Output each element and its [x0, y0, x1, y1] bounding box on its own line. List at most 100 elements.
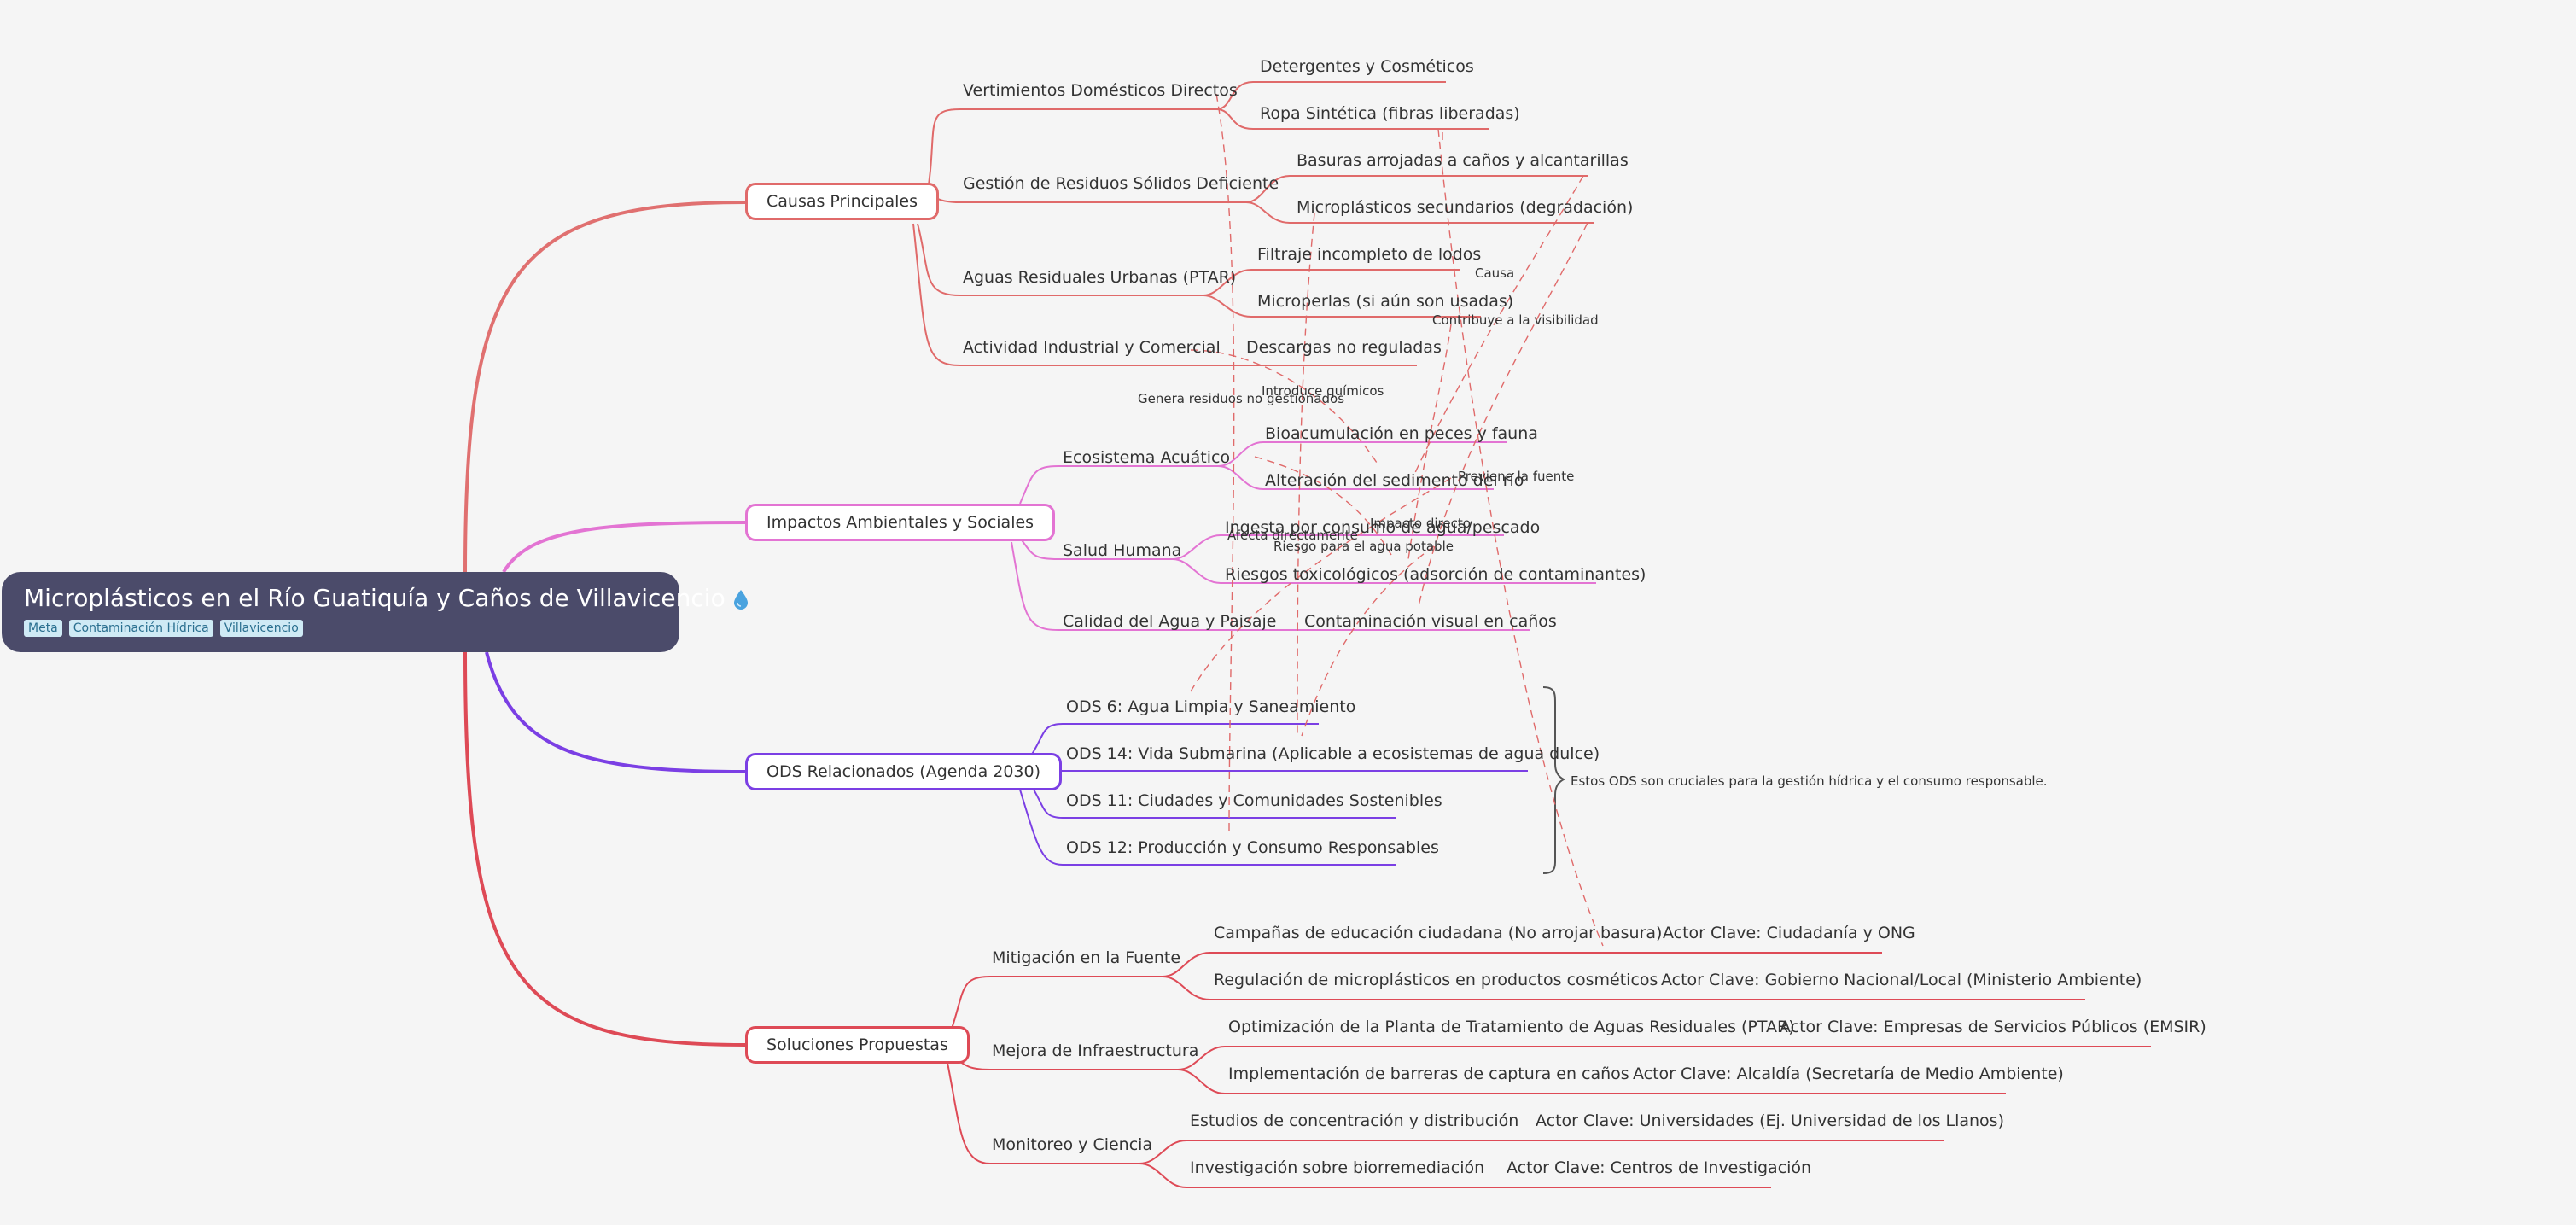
relation-label-riesgo: Riesgo para el agua potable	[1273, 539, 1454, 554]
tag-contaminacion[interactable]: Contaminación Hídrica	[68, 620, 213, 637]
node-microperlas[interactable]: Microperlas (si aún son usadas)	[1257, 292, 1514, 311]
edge-root-soluciones	[463, 651, 746, 1047]
relation-label-impacto: Impacto directo	[1370, 516, 1471, 531]
edge-domesticos-1	[1215, 81, 1446, 110]
node-ropa-sintetica[interactable]: Ropa Sintética (fibras liberadas)	[1260, 104, 1520, 123]
relation-ropa-monitoreo	[1437, 128, 1604, 947]
branch-ods[interactable]: ODS Relacionados (Agenda 2030)	[745, 753, 1063, 790]
node-actor-centros[interactable]: Actor Clave: Centros de Investigación	[1507, 1158, 1812, 1177]
node-actividad-industrial[interactable]: Actividad Industrial y Comercial	[963, 338, 1221, 357]
node-campanas[interactable]: Campañas de educación ciudadana (No arro…	[1214, 924, 1663, 942]
branch-impactos[interactable]: Impactos Ambientales y Sociales	[745, 504, 1056, 541]
edge-domesticos-2	[1215, 108, 1489, 130]
root-title: Microplásticos en el Río Guatiquía y Cañ…	[24, 584, 726, 612]
node-barreras[interactable]: Implementación de barreras de captura en…	[1228, 1065, 1629, 1083]
tag-villavicencio[interactable]: Villavicencio	[219, 620, 303, 637]
node-ods-6[interactable]: ODS 6: Agua Limpia y Saneamiento	[1066, 697, 1356, 716]
node-salud-humana[interactable]: Salud Humana	[1063, 541, 1182, 560]
node-filtraje[interactable]: Filtraje incompleto de lodos	[1257, 245, 1482, 264]
edge-mitigacion-2	[1162, 976, 1613, 1000]
relation-label-genera: Genera residuos no gestionados	[1138, 391, 1345, 406]
edge-root-ods	[485, 651, 746, 773]
edge-impactos-salud	[1019, 537, 1173, 560]
node-gestion-residuos[interactable]: Gestión de Residuos Sólidos Deficiente	[963, 174, 1279, 193]
relation-label-contribuye: Contribuye a la visibilidad	[1432, 312, 1599, 328]
edge-residuos-1	[1245, 175, 1588, 203]
node-actor-alcaldia[interactable]: Actor Clave: Alcaldía (Secretaría de Med…	[1633, 1065, 2064, 1083]
node-biorremediacion[interactable]: Investigación sobre biorremediación	[1190, 1158, 1485, 1177]
relation-label-causa: Causa	[1475, 265, 1515, 281]
edge-salud-1	[1172, 534, 1504, 560]
edge-soluciones-monitoreo	[947, 1062, 1139, 1164]
node-monitoreo[interactable]: Monitoreo y Ciencia	[992, 1135, 1153, 1154]
edge-residuos-2	[1245, 201, 1594, 224]
node-contaminacion-visual[interactable]: Contaminación visual en caños	[1304, 612, 1557, 631]
root-node[interactable]: Microplásticos en el Río Guatiquía y Cañ…	[2, 572, 748, 652]
edge-ecosistema-1	[1217, 441, 1507, 467]
node-detergentes[interactable]: Detergentes y Cosméticos	[1260, 57, 1474, 76]
edge-infra-2	[1177, 1069, 1592, 1094]
node-ecosistema[interactable]: Ecosistema Acuático	[1063, 448, 1231, 467]
root-tags: Meta Contaminación Hídrica Villavicencio	[24, 620, 657, 637]
edge-ods-1	[1028, 723, 1319, 761]
node-riesgos-toxicologicos[interactable]: Riesgos toxicológicos (adsorción de cont…	[1225, 565, 1646, 584]
node-calidad-agua[interactable]: Calidad del Agua y Paisaje	[1063, 612, 1277, 631]
branch-soluciones[interactable]: Soluciones Propuestas	[745, 1026, 970, 1064]
edge-causas-ptar	[917, 223, 1203, 296]
edge-salud-2	[1172, 558, 1596, 584]
node-microplasticos-secundarios[interactable]: Microplásticos secundarios (degradación)	[1297, 198, 1634, 217]
relation-causa	[1412, 175, 1584, 479]
node-actor-gobierno[interactable]: Actor Clave: Gobierno Nacional/Local (Mi…	[1661, 971, 2142, 989]
node-infraestructura[interactable]: Mejora de Infraestructura	[992, 1041, 1199, 1060]
relation-introduce	[1190, 349, 1379, 466]
relation-label-previene: Previene la fuente	[1458, 469, 1575, 484]
edge-infra-1	[1177, 1046, 1733, 1070]
branch-causas[interactable]: Causas Principales	[745, 183, 939, 220]
edge-ptar-1	[1203, 269, 1460, 296]
edge-soluciones-mitigacion	[951, 976, 1163, 1030]
node-descargas[interactable]: Descargas no reguladas	[1246, 338, 1442, 357]
edge-impactos-ecosistema	[1019, 465, 1218, 505]
node-actor-ciudadania[interactable]: Actor Clave: Ciudadanía y ONG	[1663, 924, 1915, 942]
edge-monitoreo-2	[1139, 1163, 1468, 1188]
node-ods-12[interactable]: ODS 12: Producción y Consumo Responsable…	[1066, 838, 1439, 857]
relation-label-afecta: Afecta directamente	[1227, 528, 1358, 543]
node-ingesta[interactable]: Ingesta por consumo de agua/pescado	[1225, 518, 1541, 537]
edge-mitigacion-1	[1162, 952, 1609, 977]
node-basuras[interactable]: Basuras arrojadas a caños y alcantarilla…	[1297, 151, 1629, 170]
node-ods-14[interactable]: ODS 14: Vida Submarina (Aplicable a ecos…	[1066, 744, 1600, 763]
tag-meta[interactable]: Meta	[24, 620, 62, 637]
node-estudios[interactable]: Estudios de concentración y distribución	[1190, 1111, 1519, 1130]
edge-root-impactos	[502, 521, 746, 574]
edge-impactos-calidad	[1011, 541, 1250, 631]
node-regulacion[interactable]: Regulación de microplásticos en producto…	[1214, 971, 1658, 989]
edge-causas-residuos	[925, 196, 1246, 203]
node-actor-universidades[interactable]: Actor Clave: Universidades (Ej. Universi…	[1536, 1111, 2004, 1130]
ods-summary-note: Estos ODS son cruciales para la gestión …	[1571, 773, 2048, 789]
node-aguas-residuales[interactable]: Aguas Residuales Urbanas (PTAR)	[963, 268, 1237, 287]
water-drop-icon	[733, 590, 748, 610]
node-bioacumulacion[interactable]: Bioacumulación en peces y fauna	[1265, 424, 1538, 443]
edge-causas-industrial	[912, 223, 1191, 366]
node-mitigacion[interactable]: Mitigación en la Fuente	[992, 948, 1181, 967]
relation-detergentes-ods12	[1215, 93, 1235, 833]
relation-riesgo	[1301, 545, 1435, 737]
node-vertimientos-domesticos[interactable]: Vertimientos Domésticos Directos	[963, 81, 1238, 100]
edge-ods-2	[1028, 767, 1528, 773]
relation-previene	[1407, 324, 1452, 560]
relation-impacto	[1254, 456, 1392, 556]
ods-summary-brace	[1542, 686, 1566, 874]
node-ods-11[interactable]: ODS 11: Ciudades y Comunidades Sostenibl…	[1066, 791, 1442, 810]
node-alteracion-sedimento[interactable]: Alteración del sedimento del río	[1265, 471, 1524, 490]
edge-monitoreo-1	[1139, 1140, 1494, 1164]
edge-ptar-2	[1203, 295, 1481, 318]
edge-root-causas	[463, 201, 746, 573]
relation-label-introduce: Introduce químicos	[1262, 383, 1384, 399]
node-actor-emsir[interactable]: Actor Clave: Empresas de Servicios Públi…	[1780, 1018, 2206, 1036]
edge-ecosistema-2	[1217, 465, 1494, 490]
edge-ods-4	[1019, 789, 1396, 866]
relation-afecta	[1190, 477, 1452, 692]
edge-causas-domesticos	[925, 108, 1216, 203]
node-optimizacion-ptar[interactable]: Optimización de la Planta de Tratamiento…	[1228, 1018, 1795, 1036]
relation-genera	[1297, 213, 1315, 739]
